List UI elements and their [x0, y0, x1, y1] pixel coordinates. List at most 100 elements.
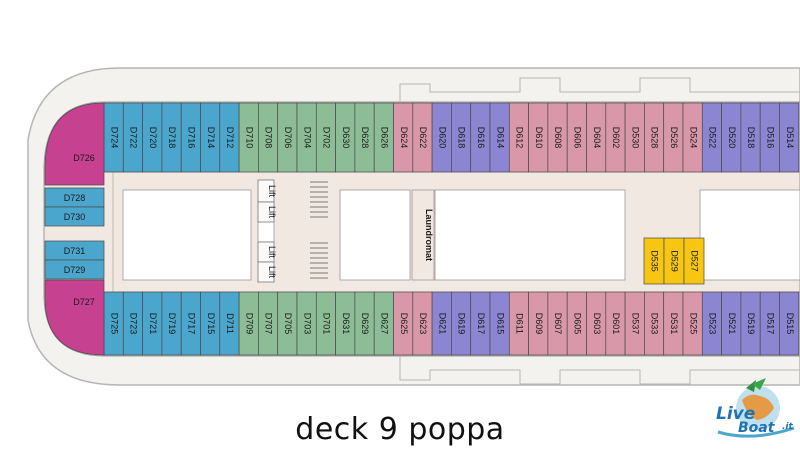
- cabin-d603: D603: [586, 291, 607, 356]
- cabin-label: D614: [495, 127, 505, 149]
- cabin-d626: D626: [373, 102, 394, 173]
- cabin-d609: D609: [528, 291, 549, 356]
- cabin-d621: D621: [431, 291, 452, 356]
- logo-text-it: .it: [782, 422, 793, 432]
- cabin-d602: D602: [605, 102, 626, 173]
- cabin-d718: D718: [161, 102, 182, 173]
- cabin-label: D517: [765, 313, 775, 335]
- cabin-d618: D618: [451, 102, 472, 173]
- cabin-d526: D526: [663, 102, 684, 173]
- cabin-label: D533: [650, 313, 660, 335]
- cabin-d533: D533: [644, 291, 665, 356]
- cabin-d725: D725: [103, 291, 124, 356]
- cabin-label: D730: [64, 212, 86, 222]
- cabin-d529: D529: [663, 237, 685, 285]
- cabin-d607: D607: [547, 291, 568, 356]
- cabin-d617: D617: [470, 291, 491, 356]
- cabin-label: D631: [341, 313, 351, 335]
- lift-2: [257, 201, 275, 223]
- cabin-label: D623: [418, 313, 428, 335]
- cabin-label: D617: [476, 313, 486, 335]
- cabin-d516: D516: [759, 102, 780, 173]
- cabin-label: D726: [73, 153, 95, 163]
- cabin-label: D606: [572, 127, 582, 149]
- lift-4: [257, 261, 275, 283]
- cabin-label: D520: [727, 127, 737, 149]
- cabin-d525: D525: [682, 291, 703, 356]
- cabin-label: D607: [553, 313, 563, 335]
- lift-1-label: Lift: [267, 185, 277, 198]
- cabin-label: D626: [379, 127, 389, 149]
- cabin-d705: D705: [277, 291, 298, 356]
- lift-2-label: Lift: [267, 206, 277, 219]
- cabin-d710: D710: [238, 102, 259, 173]
- cabin-label: D516: [765, 127, 775, 149]
- cabin-label: D604: [592, 127, 602, 149]
- cabin-label: D525: [688, 313, 698, 335]
- cabin-label: D701: [322, 313, 332, 335]
- cabin-d601: D601: [605, 291, 626, 356]
- cabin-d615: D615: [489, 291, 510, 356]
- cabin-d729: D729: [44, 259, 105, 280]
- cabin-label: D526: [669, 127, 679, 149]
- cabin-label: D719: [167, 313, 177, 335]
- cabin-label: D529: [670, 250, 680, 272]
- cabin-label: D708: [264, 127, 274, 149]
- cabin-label: D527: [690, 250, 700, 272]
- cabin-d535: D535: [643, 237, 665, 285]
- cabin-label: D535: [650, 250, 660, 272]
- cabin-d608: D608: [547, 102, 568, 173]
- cabin-label: D709: [244, 313, 254, 335]
- cabin-d727: D727: [44, 279, 105, 356]
- cabin-label: D522: [708, 127, 718, 149]
- cabin-d711: D711: [219, 291, 240, 356]
- cabin-box: [779, 291, 800, 356]
- cabin-d703: D703: [296, 291, 317, 356]
- cabin-d616: D616: [470, 102, 491, 173]
- stairs: [310, 181, 328, 279]
- cabin-d527: D527: [683, 237, 705, 285]
- cabin-d704: D704: [296, 102, 317, 173]
- cabin-d619: D619: [451, 291, 472, 356]
- cabin-label: D731: [64, 246, 86, 256]
- cabin-label: D707: [264, 313, 274, 335]
- cabin-label: D515: [785, 313, 795, 335]
- cabin-label: D624: [399, 127, 409, 149]
- laundromat-label: Laundromat: [424, 209, 434, 261]
- cabin-label: D718: [167, 127, 177, 149]
- cabin-label: D609: [534, 313, 544, 335]
- cabin-d528: D528: [644, 102, 665, 173]
- lift-4-label: Lift: [267, 266, 277, 279]
- cabin-d625: D625: [393, 291, 414, 356]
- cabin-label: D622: [418, 127, 428, 149]
- cabin-d627: D627: [373, 291, 394, 356]
- cabin-label: D723: [129, 313, 139, 335]
- cabin-label: D721: [148, 313, 158, 335]
- cabin-d721: D721: [142, 291, 163, 356]
- cabin-d709: D709: [238, 291, 259, 356]
- laundromat-room: [411, 189, 435, 281]
- cabin-label: D514: [785, 127, 795, 149]
- cabin-d629: D629: [354, 291, 375, 356]
- cabin-label: D602: [611, 127, 621, 149]
- liveboat-logo: Live Boat .it: [712, 378, 798, 444]
- cabin-box: [779, 102, 800, 173]
- cabin-d521: D521: [721, 291, 742, 356]
- cabin-d611: D611: [508, 291, 529, 356]
- cabin-d605: D605: [566, 291, 587, 356]
- cabin-label: D625: [399, 313, 409, 335]
- cabin-d722: D722: [122, 102, 143, 173]
- cabin-box: [44, 206, 105, 227]
- cabin-label: D720: [148, 127, 158, 149]
- cabin-label: D715: [206, 313, 216, 335]
- cabin-label: D616: [476, 127, 486, 149]
- cabin-label: D521: [727, 313, 737, 335]
- cabin-label: D729: [64, 265, 86, 275]
- cabin-d717: D717: [180, 291, 201, 356]
- cabin-d715: D715: [200, 291, 221, 356]
- cabin-label: D530: [630, 127, 640, 149]
- cabin-label: D619: [457, 313, 467, 335]
- logo-text-live: Live: [716, 404, 756, 424]
- cabin-label: D722: [129, 127, 139, 149]
- cabin-d628: D628: [354, 102, 375, 173]
